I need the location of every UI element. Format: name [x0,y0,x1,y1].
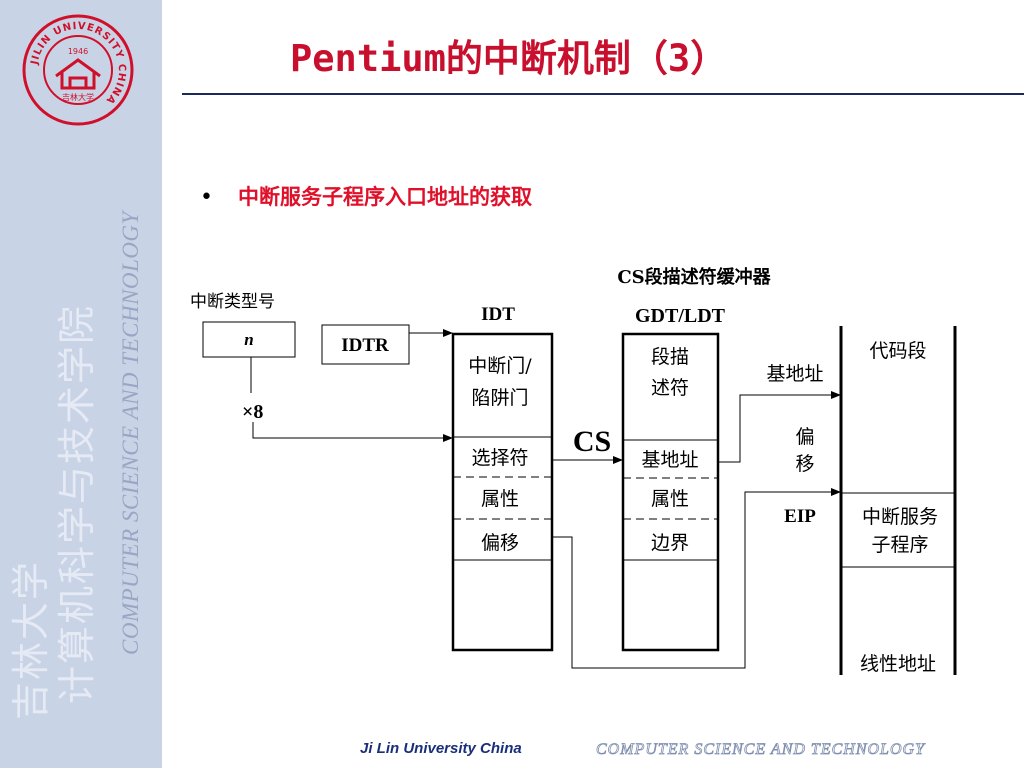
gdt-limit: 边界 [651,532,689,554]
gdt-base-address: 基地址 [641,449,698,471]
code-segment-label: 代码段 [869,340,926,362]
interrupt-number: n [244,330,253,349]
footer-department-name: COMPUTER SCIENCE AND TECHNOLOGY [596,741,925,759]
gdt-descriptor-line2: 述符 [651,377,689,399]
logo-seal-text: 吉林大学 [62,92,94,102]
base-address-arrow-label: 基地址 [766,363,823,385]
interrupt-number-box [202,321,296,358]
gdt-table [621,332,720,652]
offset-label-line2: 移 [795,453,814,475]
bullet-text: 中断服务子程序入口地址的获取 [238,184,532,209]
slide-title: Pentium的中断机制（3） [290,37,728,80]
bullet-icon: • [200,185,213,210]
idt-gate-line1: 中断门/ [468,355,532,377]
footer-university-name: Ji Lin University China [360,740,522,757]
base-address-arrow [718,391,841,463]
sidebar: JILIN UNIVERSITY CHINA 1946 吉林大学 吉林大学 计算… [0,0,162,768]
type-to-idt-arrow [252,422,453,442]
idt-table [451,332,554,652]
isr-line1: 中断服务 [862,506,938,528]
linear-address-label: 线性地址 [860,653,936,675]
university-logo: JILIN UNIVERSITY CHINA 1946 吉林大学 [22,14,134,126]
gdt-descriptor-line1: 段描 [651,346,689,368]
cs-label: CS [573,425,611,458]
idt-selector: 选择符 [471,447,528,469]
idt-attribute: 属性 [481,488,519,510]
title-divider [182,93,1024,95]
idtr-box [321,324,410,365]
idtr-label: IDTR [341,335,389,356]
isr-line2: 子程序 [871,534,928,556]
logo-year: 1946 [68,47,88,56]
offset-label-line1: 偏 [795,426,814,448]
gdt-attribute: 属性 [651,488,689,510]
multiply-label: ×8 [242,401,263,423]
eip-label: EIP [784,506,816,527]
idt-label: IDT [481,304,515,325]
descriptor-cache-label: CS段描述符缓冲器 [617,266,771,288]
offset-arrow [552,488,841,669]
gdt-label: GDT/LDT [635,305,726,327]
interrupt-type-label: 中断类型号 [190,292,275,312]
idt-offset: 偏移 [481,532,519,554]
idt-gate-line2: 陷阱门 [471,387,528,409]
